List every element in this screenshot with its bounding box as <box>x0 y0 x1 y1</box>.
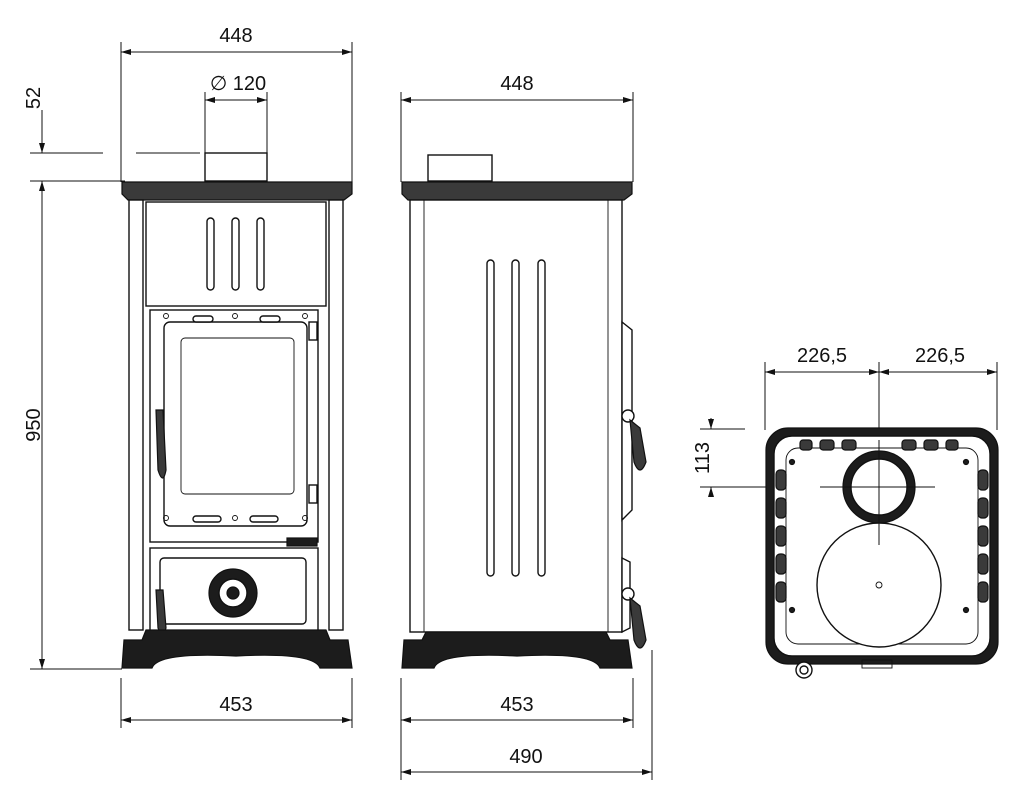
flue-diameter-label: ∅ 120 <box>210 73 266 95</box>
side-vents <box>775 469 989 603</box>
side-flue-collar <box>427 154 493 182</box>
side-base-width-label: 453 <box>500 694 533 716</box>
flue-offset-label: 113 <box>692 442 714 474</box>
front-height-label: 950 <box>23 408 45 441</box>
top-plate <box>121 181 353 201</box>
top-half-width-right-label: 226,5 <box>915 345 965 367</box>
front-top-width-label: 448 <box>219 25 252 47</box>
brand-badge <box>286 537 318 547</box>
top-view: 226,5 226,5 113 <box>692 345 999 679</box>
front-base <box>121 629 353 669</box>
top-vents <box>799 439 959 451</box>
side-base <box>401 631 633 669</box>
front-view: 448 ∅ 120 52 950 453 <box>23 25 353 728</box>
side-view: 448 453 490 <box>400 73 653 780</box>
side-depth-label: 490 <box>509 746 542 768</box>
door-handle <box>155 409 167 479</box>
front-base-width-label: 453 <box>219 694 252 716</box>
door-glass <box>180 337 295 495</box>
top-half-width-left-label: 226,5 <box>797 345 847 367</box>
side-top-width-label: 448 <box>500 73 533 95</box>
flue-collar <box>204 152 268 182</box>
collar-height-label: 52 <box>23 87 45 109</box>
